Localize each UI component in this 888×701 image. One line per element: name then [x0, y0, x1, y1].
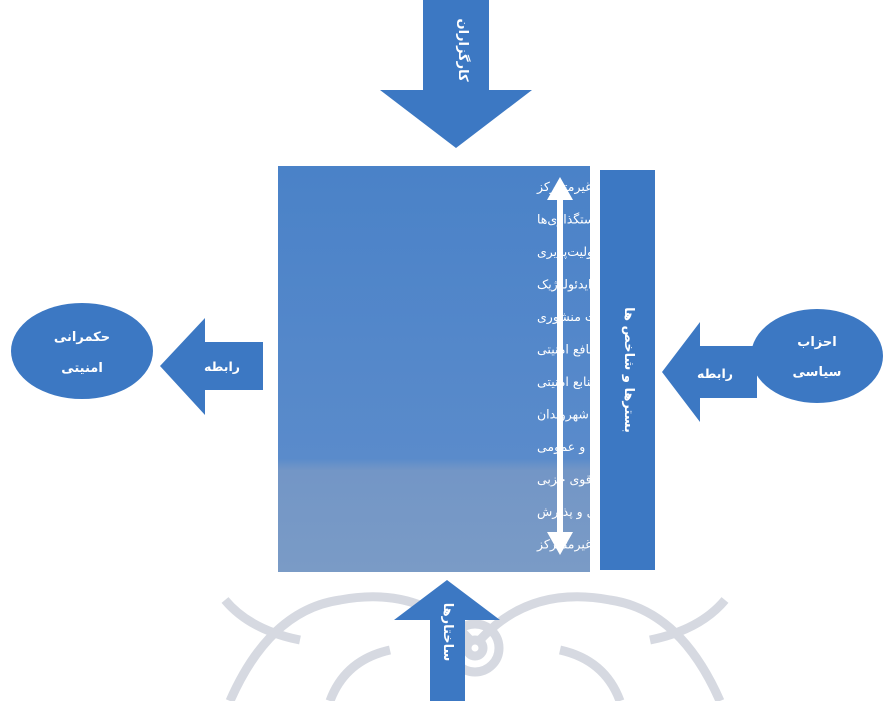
- right-arrow-label: رابطه: [697, 366, 733, 381]
- center-box: [278, 166, 590, 572]
- double-headed-arrow-icon: [547, 177, 573, 555]
- side-bar-label: بسترها و شاخص ها: [621, 307, 636, 433]
- right-node-line2: سیاسی: [793, 365, 842, 380]
- top-arrow-label: کارگزاران: [455, 18, 471, 82]
- left-arrow-shape: [160, 318, 263, 415]
- side-bar: [600, 170, 655, 570]
- bottom-arrow-shape: [394, 580, 500, 701]
- center-box-item: -مسئولیت‌پذیری: [537, 244, 620, 260]
- center-box-item: -امنیت منشوری: [537, 309, 619, 325]
- bottom-arrow-label: ساختارها: [440, 603, 455, 662]
- left-arrow-label: رابطه: [204, 359, 240, 374]
- right-node: [751, 309, 883, 403]
- right-node-line1: احزاب: [797, 335, 836, 350]
- left-node-line1: حکمرانی: [54, 330, 110, 345]
- left-node-line2: امنیتی: [61, 361, 103, 376]
- top-arrow-shape: [380, 0, 532, 148]
- left-node: [11, 303, 153, 399]
- right-arrow-shape: [662, 322, 757, 422]
